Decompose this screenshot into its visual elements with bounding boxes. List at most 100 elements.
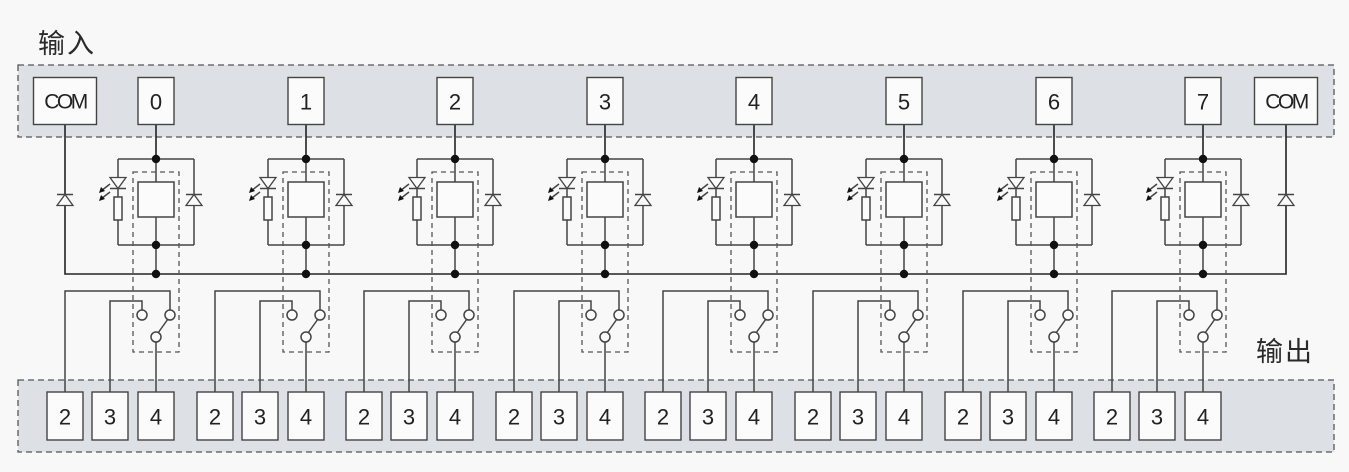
- output-terminal-ch3-4[interactable]: 4: [586, 391, 624, 441]
- output-terminal-ch1-4[interactable]: 4: [287, 391, 325, 441]
- junction-dot: [600, 154, 610, 164]
- diode-triangle: [1276, 193, 1296, 207]
- contact-no: [1062, 309, 1074, 321]
- relay-boundary-dashed: [1179, 171, 1227, 353]
- relay-coil: [735, 181, 773, 218]
- light-arrow-head: [548, 195, 554, 201]
- contact-no: [164, 309, 176, 321]
- light-arrow-head: [997, 187, 1003, 193]
- output-terminal-ch1-2[interactable]: 2: [196, 391, 234, 441]
- contact-common: [150, 331, 162, 343]
- diode-triangle: [633, 193, 653, 207]
- switch-blade: [755, 318, 767, 334]
- output-terminal-ch4-3[interactable]: 3: [689, 391, 727, 441]
- junction-dot: [600, 269, 610, 279]
- output-terminal-ch0-2[interactable]: 2: [46, 391, 84, 441]
- output-terminal-ch5-4[interactable]: 4: [885, 391, 923, 441]
- contact-common: [599, 331, 611, 343]
- output-terminal-ch3-3[interactable]: 3: [540, 391, 578, 441]
- resistor-icon: [412, 196, 422, 221]
- input-terminal-5[interactable]: 5: [885, 76, 923, 126]
- terminal-box: [436, 76, 474, 126]
- output-terminal-ch6-2[interactable]: 2: [944, 391, 982, 441]
- terminal-box: [1093, 391, 1131, 441]
- output-wire-2: [513, 290, 620, 392]
- output-terminal-ch3-2[interactable]: 2: [495, 391, 533, 441]
- contact-no: [762, 309, 774, 321]
- flyback-diode-icon: [1082, 193, 1102, 207]
- output-terminal-ch0-3[interactable]: 3: [91, 391, 129, 441]
- diode-triangle: [856, 176, 876, 190]
- terminal-label: 6: [1048, 90, 1060, 115]
- output-terminal-ch4-2[interactable]: 2: [644, 391, 682, 441]
- terminal-label: 2: [209, 405, 221, 430]
- input-terminal-1[interactable]: 1: [287, 76, 325, 126]
- output-terminal-ch5-3[interactable]: 3: [839, 391, 877, 441]
- junction-dot: [450, 240, 460, 250]
- terminal-label: 2: [657, 405, 669, 430]
- output-terminal-ch7-4[interactable]: 4: [1184, 391, 1222, 441]
- junction-dot: [301, 154, 311, 164]
- output-terminal-ch4-4[interactable]: 4: [735, 391, 773, 441]
- relay-boundary-dashed: [730, 171, 778, 353]
- com-left-diode-icon: [55, 193, 75, 207]
- relay-boundary-dashed: [880, 171, 928, 353]
- output-terminal-ch6-3[interactable]: 3: [989, 391, 1027, 441]
- output-wire-2: [812, 290, 919, 392]
- output-terminal-ch2-4[interactable]: 4: [436, 391, 474, 441]
- diode-triangle: [782, 193, 802, 207]
- diode-triangle: [334, 193, 354, 207]
- output-terminal-ch0-4[interactable]: 4: [137, 391, 175, 441]
- switch-blade: [1055, 318, 1067, 334]
- relay-channel-7: [1146, 154, 1251, 353]
- output-terminal-ch5-2[interactable]: 2: [794, 391, 832, 441]
- input-terminal-4[interactable]: 4: [735, 76, 773, 126]
- terminal-box: [1184, 76, 1222, 126]
- junction-dot: [1198, 154, 1208, 164]
- input-terminal-com-right[interactable]: COM: [1253, 76, 1319, 126]
- input-terminal-7[interactable]: 7: [1184, 76, 1222, 126]
- diode-triangle: [184, 193, 204, 207]
- terminal-box: [944, 391, 982, 441]
- junction-dot: [749, 154, 759, 164]
- junction-dot: [151, 269, 161, 279]
- junction-dot: [899, 269, 909, 279]
- led-indicator-icon: [697, 176, 726, 201]
- terminal-label: COM: [44, 91, 87, 114]
- input-terminal-2[interactable]: 2: [436, 76, 474, 126]
- led-indicator-icon: [99, 176, 128, 201]
- resistor-icon: [562, 196, 572, 221]
- output-terminal-ch7-2[interactable]: 2: [1093, 391, 1131, 441]
- output-terminal-ch2-2[interactable]: 2: [345, 391, 383, 441]
- terminal-label: 3: [1151, 405, 1163, 430]
- contact-no: [613, 309, 625, 321]
- output-terminal-ch1-3[interactable]: 3: [241, 391, 279, 441]
- input-terminal-6[interactable]: 6: [1035, 76, 1073, 126]
- terminal-label: 2: [59, 405, 71, 430]
- input-terminal-com-left[interactable]: COM: [32, 76, 98, 126]
- contact-common: [898, 331, 910, 343]
- light-arrow-head: [847, 195, 853, 201]
- output-wire-2: [662, 290, 769, 392]
- output-wire-3: [1156, 300, 1190, 392]
- input-terminal-3[interactable]: 3: [586, 76, 624, 126]
- terminal-box: [287, 76, 325, 126]
- output-wire-3: [259, 300, 293, 392]
- input-terminal-0[interactable]: 0: [137, 76, 175, 126]
- terminal-box: [1035, 76, 1073, 126]
- output-terminal-ch7-3[interactable]: 3: [1138, 391, 1176, 441]
- resistor-icon: [861, 196, 871, 221]
- flyback-diode-icon: [184, 193, 204, 207]
- terminal-box: [735, 391, 773, 441]
- junction-dot: [899, 154, 909, 164]
- contact-common: [449, 331, 461, 343]
- resistor-icon: [1011, 196, 1021, 221]
- output-terminal-ch6-4[interactable]: 4: [1035, 391, 1073, 441]
- relay-channel-1: [249, 154, 354, 353]
- output-terminal-ch2-3[interactable]: 3: [390, 391, 428, 441]
- output-wire-2: [962, 290, 1069, 392]
- terminal-box: [137, 76, 175, 126]
- diode-triangle: [1006, 176, 1026, 190]
- light-arrow-head: [548, 187, 554, 193]
- light-arrow-head: [99, 187, 105, 193]
